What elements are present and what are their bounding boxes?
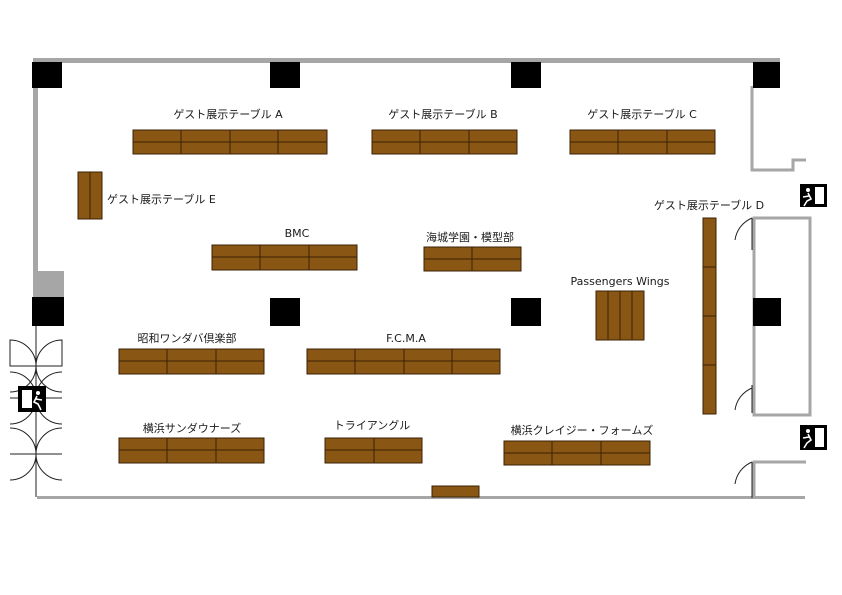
right-wall-lower-step [752, 460, 806, 498]
exit-sign-icon [800, 425, 827, 450]
right-wall-upper-step [750, 86, 806, 172]
label-bmc: BMC [285, 227, 310, 240]
exit-sign-icon [800, 184, 827, 207]
pillar [32, 297, 64, 326]
door [9, 453, 37, 481]
label-guest-e: ゲスト展示テーブル E [107, 192, 216, 206]
table-guest-d [702, 217, 717, 415]
table-guest-b [371, 129, 518, 155]
label-kaiiki: 海城学園・模型部 [426, 230, 514, 244]
label-guest-d: ゲスト展示テーブル D [654, 198, 764, 212]
pillar [270, 62, 300, 88]
pillar [32, 62, 62, 88]
label-yokohama-thunder: 横浜サンダウナーズ [143, 421, 241, 435]
table-yokohama-crazy [503, 440, 651, 466]
pillar [511, 62, 541, 88]
table-guest-c [569, 129, 716, 155]
pillars [32, 62, 781, 326]
door [35, 453, 63, 481]
left-wall-block [33, 271, 64, 297]
door [9, 427, 37, 455]
left-wall-upper [33, 58, 38, 273]
table-showa [118, 348, 265, 375]
label-passengers: Passengers Wings [571, 275, 670, 288]
label-yokohama-crazy: 横浜クレイジー・フォームズ [511, 423, 654, 437]
label-triangle: トライアングル [334, 418, 411, 432]
area-labels: ゲスト展示テーブル A ゲスト展示テーブル B ゲスト展示テーブル C ゲスト展… [107, 107, 764, 437]
door [734, 217, 753, 250]
pillar [753, 62, 780, 88]
right-doors [734, 217, 753, 498]
label-fcma: F.C.M.A [386, 332, 426, 345]
pillar [511, 298, 541, 326]
top-wall [33, 58, 780, 63]
door [35, 427, 63, 455]
table-guest-a [132, 129, 328, 155]
exit-sign-icon [18, 386, 46, 412]
table-bmc [211, 244, 358, 271]
door [35, 339, 63, 367]
label-guest-c: ゲスト展示テーブル C [587, 107, 697, 121]
door [734, 385, 753, 413]
pillar [753, 298, 781, 326]
table-yokohama-thunder [118, 437, 265, 464]
table-fcma [306, 348, 501, 375]
table-guest-e [77, 171, 103, 220]
bottom-wall [37, 496, 805, 499]
label-guest-a: ゲスト展示テーブル A [173, 107, 283, 121]
table-passengers [595, 290, 645, 341]
label-guest-b: ゲスト展示テーブル B [388, 107, 497, 121]
table-triangle [324, 437, 423, 464]
reception-counter [431, 485, 480, 498]
label-showa: 昭和ワンダバ倶楽部 [138, 331, 237, 345]
door [734, 461, 753, 490]
door [9, 339, 37, 367]
table-kaiiki [423, 246, 522, 272]
pillar [270, 298, 300, 326]
tables [77, 129, 717, 498]
